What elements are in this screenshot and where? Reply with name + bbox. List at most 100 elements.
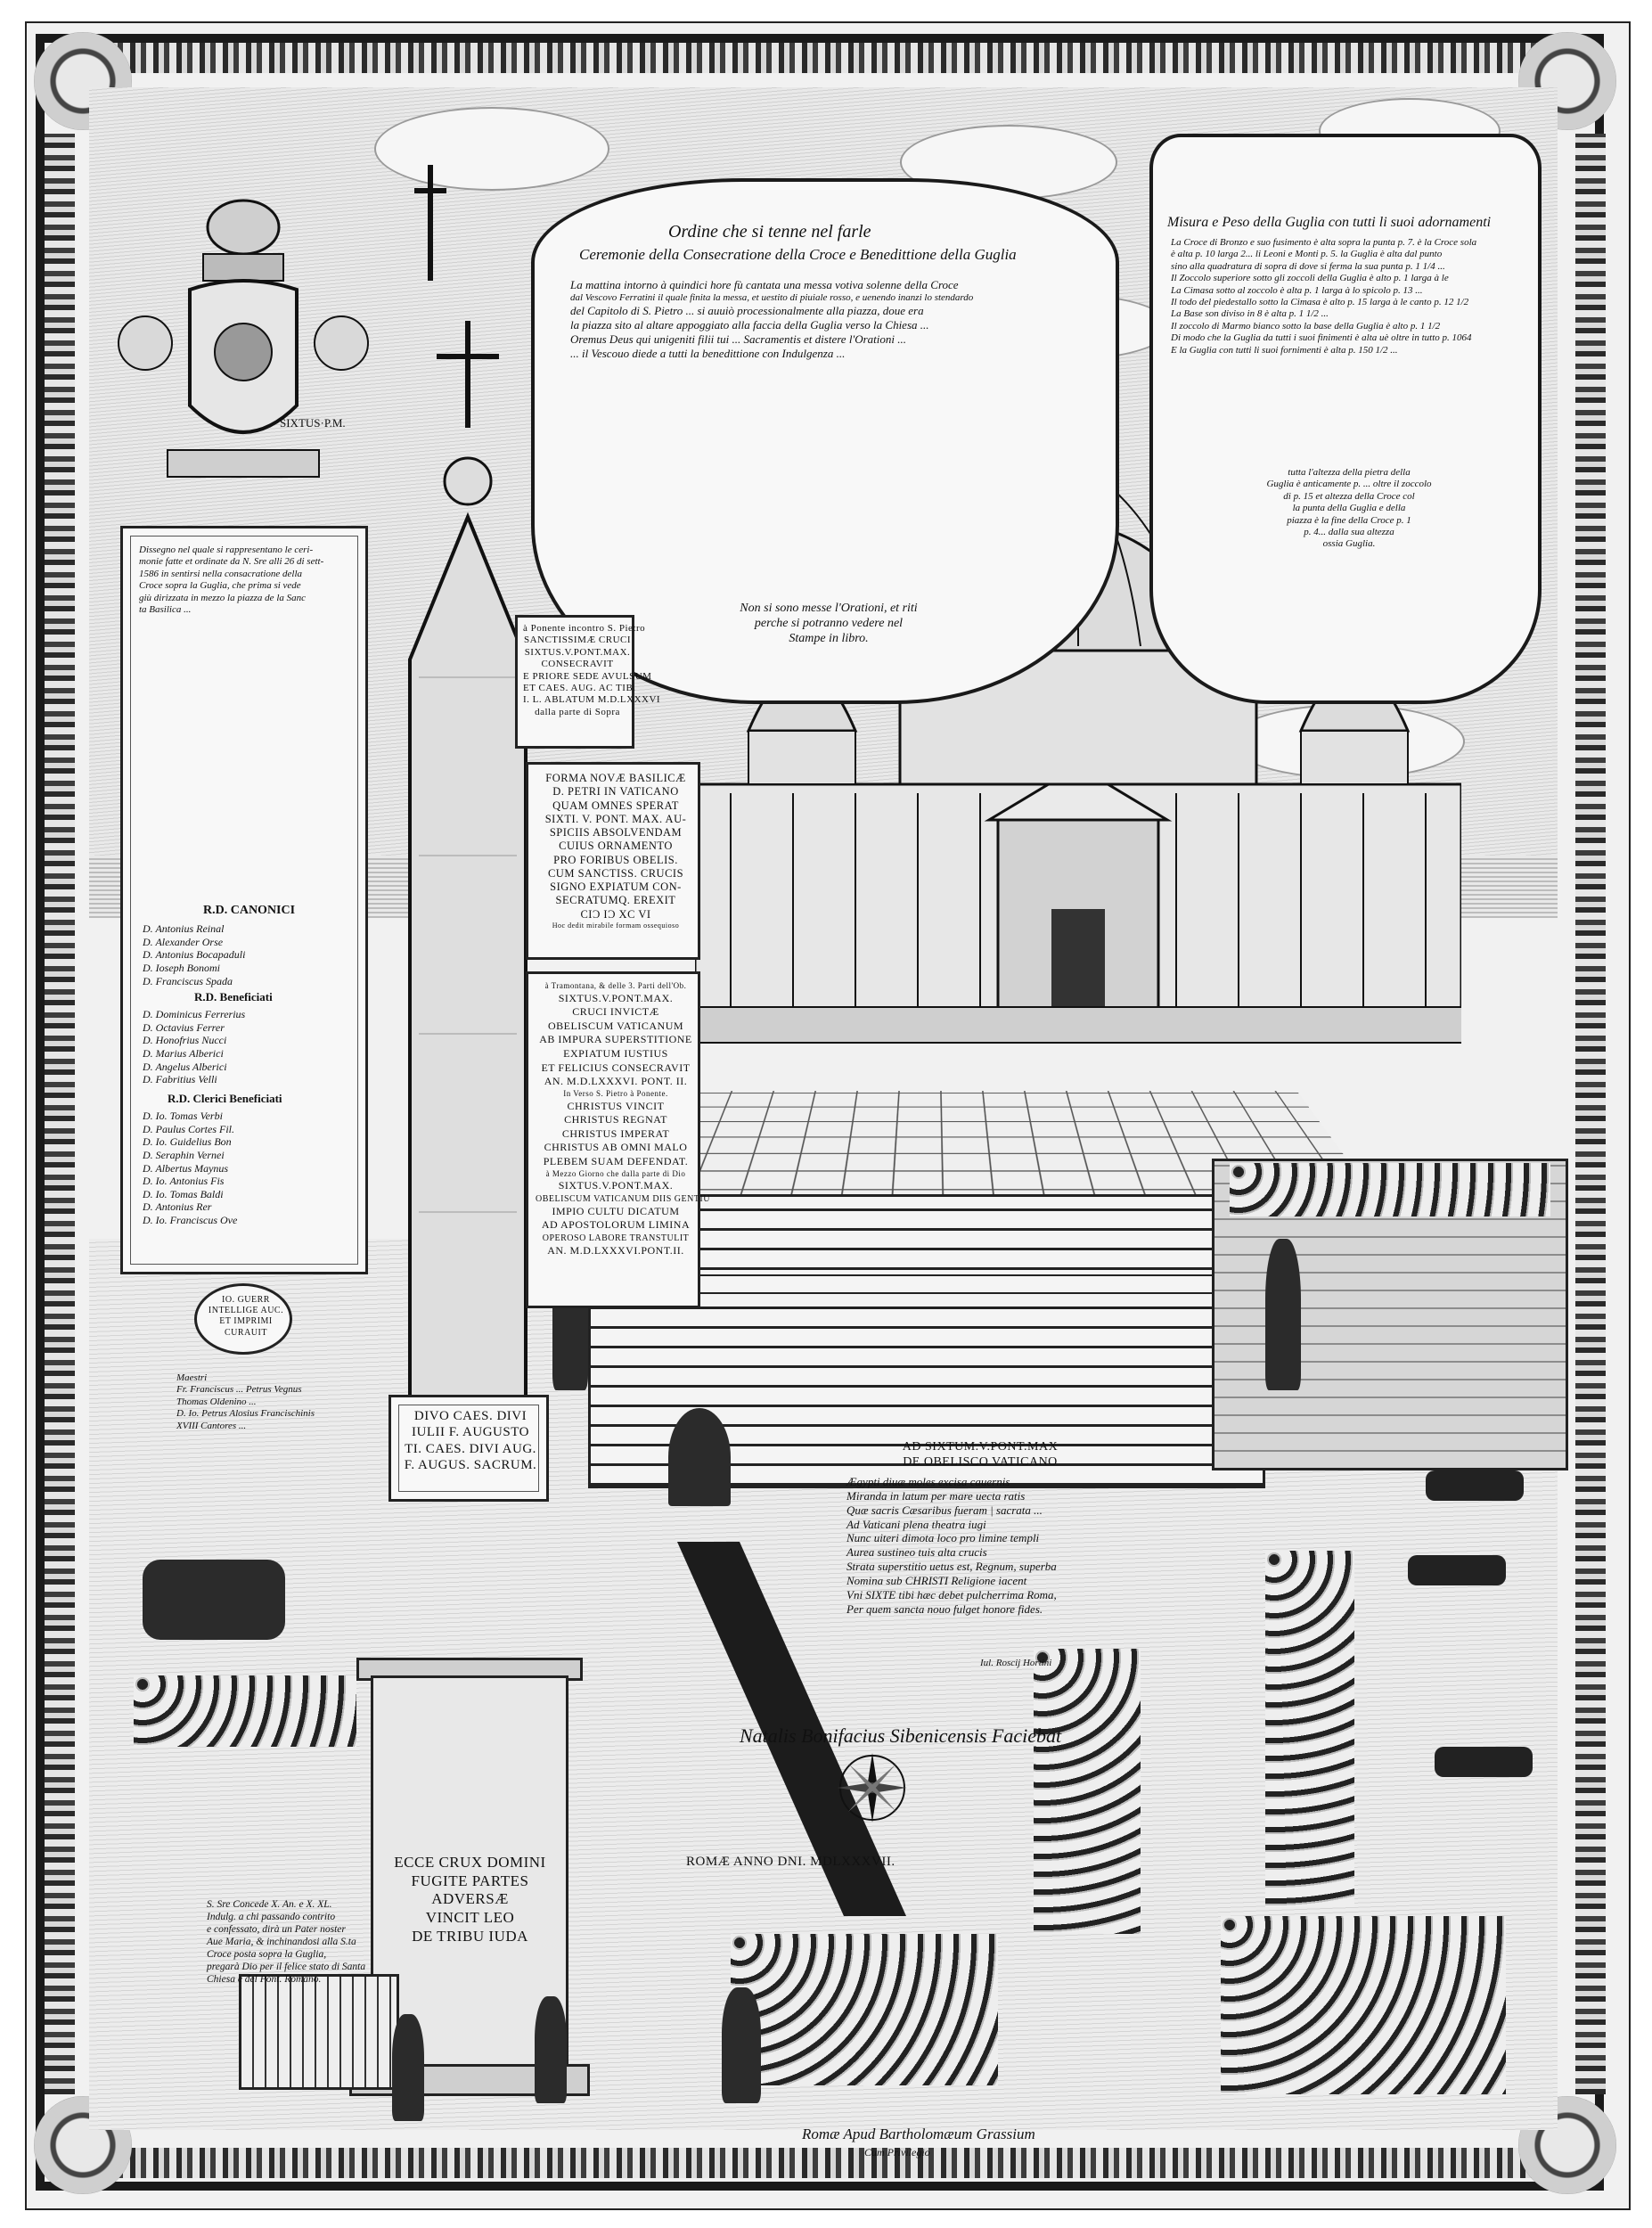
measurement-line: E la Guglia con tutti li suoi fornimenti… bbox=[1171, 344, 1398, 356]
indulgence-line: S. Sre Concede X. An. e X. XL. bbox=[207, 1899, 332, 1910]
north-inscription-line: In Verso S. Pietro à Ponente. bbox=[563, 1088, 668, 1098]
engraver-signature: Natalis Bonifacius Sibenicensis Faciebat bbox=[740, 1724, 1062, 1747]
measurement-line: è alta p. 10 larga 2... li Leoni e Monti… bbox=[1171, 249, 1443, 260]
basilica-inscription-line: PRO FORIBUS OBELIS. bbox=[553, 853, 678, 866]
roster-entry: D. Antonius Rer bbox=[143, 1200, 212, 1214]
roster-entry: D. Fabritius Velli bbox=[143, 1073, 217, 1086]
north-inscription-line: à Tramontana, & delle 3. Parti dell'Ob. bbox=[544, 981, 687, 990]
pedestal-inscription: ECCE CRUX DOMINI FUGITE PARTES ADVERSÆ V… bbox=[392, 1854, 548, 1946]
masters-line: Fr. Franciscus ... Petrus Vegnus bbox=[176, 1384, 302, 1396]
right-frieze bbox=[1575, 134, 1606, 2094]
west-inscription-line: E PRIORE SEDE AVULSUM bbox=[523, 670, 652, 682]
ceremony-line: Oremus Deus qui unigeniti filii tui ... … bbox=[570, 332, 906, 346]
roster-heading-beneficiati: R.D. Beneficiati bbox=[194, 990, 273, 1003]
basilica-inscription-line: SIXTI. V. PONT. MAX. AU- bbox=[544, 812, 687, 825]
masters-line: D. Io. Petrus Alosius Francischinis bbox=[176, 1408, 315, 1420]
ceremony-subtitle: Ceremonie della Consecratione della Croc… bbox=[579, 246, 1017, 263]
procession-right bbox=[1265, 1551, 1354, 1907]
poem-line: Vni SIXTE tibi hæc debet pulcherrima Rom… bbox=[846, 1587, 1057, 1601]
pedestal-inscription-line: VINCIT LEO bbox=[425, 1909, 515, 1927]
obelisk-faces-inscription-tablet: à Tramontana, & delle 3. Parti dell'Ob. … bbox=[526, 971, 709, 1308]
north-inscription-line: CHRISTUS REGNAT bbox=[564, 1113, 667, 1126]
measurement-closing-line: ossia Guglia. bbox=[1322, 538, 1376, 550]
poem-line: Aurea sustineo tuis alta crucis bbox=[846, 1545, 987, 1560]
indulgence-line: Indulg. a chi passando contrito bbox=[207, 1912, 336, 1923]
left-frieze bbox=[45, 134, 75, 2094]
bottom-frieze bbox=[107, 2148, 1540, 2178]
steps-landing bbox=[642, 1274, 1212, 1294]
balustrade bbox=[239, 1974, 399, 2090]
roster-entry: D. Seraphin Vernei bbox=[143, 1148, 225, 1161]
canopy-bearer bbox=[668, 1408, 731, 1506]
west-inscription-line: à Ponente incontro S. Pietro bbox=[523, 623, 646, 634]
poem: Ægypti diuæ moles excisa cauernis Mirand… bbox=[846, 1475, 1149, 1617]
west-inscription-line: SANCTISSIMÆ CRUCI bbox=[523, 635, 632, 646]
procession-center bbox=[1034, 1649, 1141, 1934]
cleric-figure bbox=[392, 2014, 424, 2121]
pedestal-inscription-line: ADVERSÆ bbox=[431, 1890, 509, 1908]
roster-entry: D. Honofrius Nucci bbox=[143, 1034, 227, 1047]
measurement-cartouche: Misura e Peso della Guglia con tutti li … bbox=[1149, 134, 1542, 704]
poem-line: Miranda in latum per mare uecta ratis bbox=[846, 1488, 1026, 1503]
vatican-obelisk bbox=[408, 321, 527, 1479]
cannon bbox=[1435, 1747, 1533, 1777]
pedestal-inscription-line: DE TRIBU IUDA bbox=[412, 1927, 528, 1945]
intro-line: monie fatte et ordinate da N. Sre alli 2… bbox=[139, 556, 324, 568]
intro-line: 1586 in sentirsi nella consacratione del… bbox=[139, 568, 303, 579]
poem-line: Nunc uiteri dimota loco pro limine templ… bbox=[846, 1531, 1040, 1545]
north-inscription-line: CHRISTUS IMPERAT bbox=[561, 1126, 670, 1140]
basilica-inscription-line: QUAM OMNES SPERAT bbox=[552, 799, 679, 812]
indulgence-line: Chiesa e del Pont. Romano. bbox=[207, 1974, 322, 1986]
privilege-line: INTELLIGE AUC. bbox=[208, 1306, 284, 1316]
cleric-figure bbox=[535, 1996, 567, 2103]
indulgence-text: S. Sre Concede X. An. e X. XL. Indulg. a… bbox=[207, 1898, 429, 1986]
ceremony-line: del Capitolo di S. Pietro ... si auuiò p… bbox=[570, 304, 924, 318]
roster-heading-canonici: R.D. CANONICI bbox=[203, 904, 296, 917]
papal-arms-label: SIXTUS·P.M. bbox=[280, 416, 346, 430]
spectator-crowd bbox=[1230, 1163, 1550, 1216]
carriage bbox=[143, 1560, 285, 1640]
intro-line: ta Basilica ... bbox=[139, 604, 192, 616]
west-inscription-line: CONSECRAVIT bbox=[541, 659, 614, 670]
poem-title-line: DE OBELISCO VATICANO bbox=[903, 1455, 1058, 1470]
statue-st-paul bbox=[1265, 1239, 1301, 1390]
north-inscription-line: OPEROSO LABORE TRANSTULIT bbox=[542, 1233, 690, 1243]
measurement-closing-line: piazza è la fine della Croce p. 1 bbox=[1287, 514, 1411, 526]
north-inscription-line: PLEBEM SUAM DEFENDAT. bbox=[543, 1154, 689, 1167]
north-inscription-line: IMPIO CULTU DICATUM bbox=[552, 1204, 680, 1217]
measurement-closing-line: Guglia è anticamente p. ... oltre il zoc… bbox=[1266, 479, 1432, 490]
poem-line: Per quem sancta nouo fulget honore fides… bbox=[846, 1601, 1043, 1616]
pedestal-inscription-line: FUGITE PARTES bbox=[411, 1872, 529, 1889]
west-inscription-line: dalla parte di Sopra bbox=[535, 706, 620, 717]
basilica-inscription-line: CIƆ IƆ XC VI bbox=[580, 907, 651, 921]
roster-entry: D. Io. Franciscus Ove bbox=[143, 1214, 238, 1226]
roster-entry: D. Ioseph Bonomi bbox=[143, 961, 220, 974]
privilege-line: CURAUIT bbox=[225, 1327, 267, 1338]
measurement-line: La Base son diviso in 8 è alta p. 1 1/2 … bbox=[1171, 308, 1329, 320]
measurement-line: Di modo che la Guglia da tutti i suoi fi… bbox=[1171, 332, 1472, 344]
procession-left bbox=[134, 1675, 356, 1747]
intro-line: Croce sopra la Guglia, che prima si vede bbox=[139, 580, 301, 592]
roster-entry: D. Octavius Ferrer bbox=[143, 1020, 225, 1034]
cannon bbox=[1426, 1470, 1524, 1501]
poem-title: AD SIXTUM.V.PONT.MAX DE OBELISCO VATICAN… bbox=[864, 1439, 1096, 1470]
intro-line: giù dirizzata in mezzo la piazza de la S… bbox=[139, 592, 307, 603]
cloud bbox=[374, 107, 609, 191]
roster-entry: D. Dominicus Ferrerius bbox=[143, 1008, 246, 1020]
left-column-frame: SIXTUS·P.M. bbox=[105, 192, 381, 1288]
west-inscription-line: I. L. ABLATUM M.D.LXXXVI bbox=[523, 694, 661, 706]
roster-entry: D. Io. Antonius Fis bbox=[143, 1175, 225, 1188]
basilica-inscription-line: FORMA NOVÆ BASILICÆ bbox=[545, 772, 686, 784]
roster-entry: D. Io. Tomas Verbi bbox=[143, 1110, 223, 1122]
north-inscription-line: à Mezzo Giorno che dalla parte di Dio bbox=[545, 1168, 686, 1178]
ceremony-line: La mattina intorno à quindici hore fù ca… bbox=[570, 278, 959, 291]
north-inscription-line: AB IMPURA SUPERSTITIONE bbox=[539, 1033, 692, 1046]
ceremony-line: la piazza sito al altare appoggiato alla… bbox=[570, 318, 929, 332]
north-inscription-line: SIXTUS.V.PONT.MAX. bbox=[558, 1179, 674, 1192]
poem-author: Iul. Roscij Hortini bbox=[980, 1658, 1052, 1668]
measurement-closing-line: di p. 15 et altezza della Croce col bbox=[1283, 490, 1415, 502]
basilica-inscription-line: SPICIIS ABSOLVENDAM bbox=[549, 826, 683, 839]
bishop-figure bbox=[722, 1987, 761, 2103]
privilege-line-bottom: Cum Privilegio bbox=[864, 2146, 930, 2158]
roster-entry: D. Albertus Maynus bbox=[143, 1161, 229, 1175]
